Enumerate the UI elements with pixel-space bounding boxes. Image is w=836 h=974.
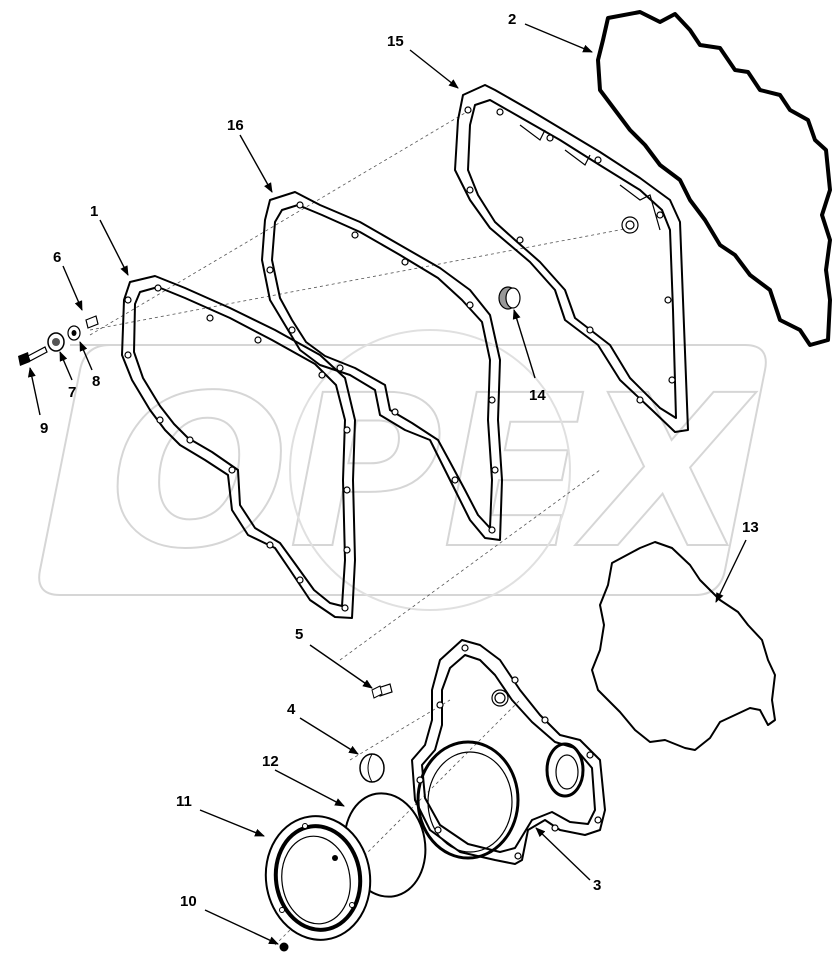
callout-8: 8 — [92, 373, 100, 390]
callout-3: 3 — [593, 877, 601, 894]
callout-11: 11 — [176, 793, 192, 810]
gasket-part-2 — [596, 10, 832, 347]
watermark-text: OPEX — [110, 350, 757, 595]
cap-part-4 — [359, 753, 385, 783]
plug-part-10 — [279, 942, 289, 952]
gasket-part-13 — [591, 541, 776, 751]
callout-labels: 2 15 16 1 6 7 8 9 14 13 5 4 12 11 10 3 — [40, 11, 759, 910]
callout-2: 2 — [508, 11, 516, 28]
watermark-logo: OPEX — [38, 329, 767, 611]
callout-6: 6 — [53, 249, 61, 266]
assembly-lines — [89, 109, 631, 946]
callout-15: 15 — [387, 33, 404, 50]
callout-12: 12 — [262, 753, 279, 770]
callout-10: 10 — [180, 893, 197, 910]
callout-9: 9 — [40, 420, 48, 437]
gasket-part-1 — [121, 275, 356, 619]
callout-4: 4 — [287, 701, 296, 718]
bolt-part-5 — [371, 683, 393, 699]
seal-housing-part-11 — [264, 815, 372, 941]
plug-part-14 — [498, 286, 521, 310]
callout-1: 1 — [90, 203, 98, 220]
callout-14: 14 — [529, 387, 546, 404]
callout-13: 13 — [742, 519, 759, 536]
gasket-part-16 — [261, 191, 503, 541]
leader-arrows — [27, 23, 747, 945]
callout-16: 16 — [227, 117, 244, 134]
cover-plate-part-15 — [454, 84, 689, 433]
callout-5: 5 — [295, 626, 303, 643]
callout-7: 7 — [68, 384, 76, 401]
front-cover-part-3 — [411, 639, 606, 865]
hardware-parts-6-9 — [18, 315, 99, 366]
